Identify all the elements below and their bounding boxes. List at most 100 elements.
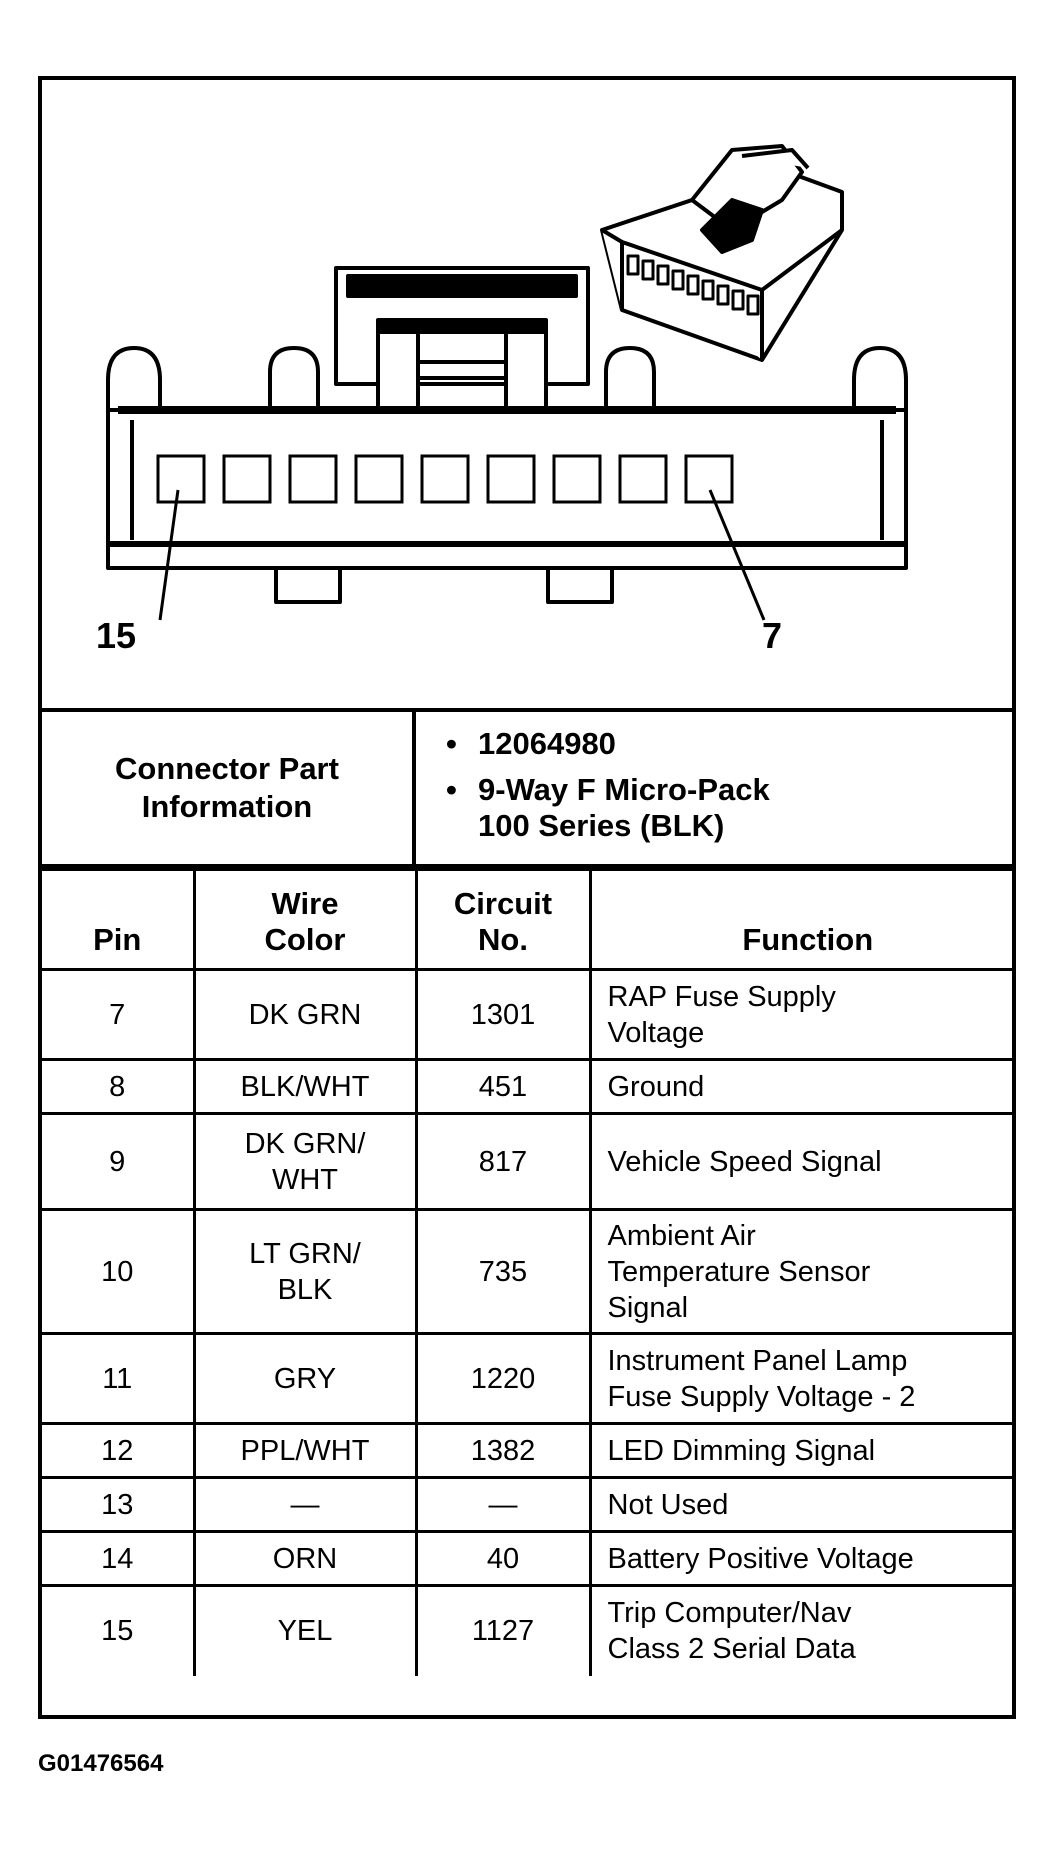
function-text: RAP Fuse Supply [607, 980, 836, 1013]
function-text: Ground [607, 1070, 705, 1103]
part-info-label-line1: Connector Part [115, 751, 339, 786]
circuit-number-cell: 451 [414, 1058, 592, 1115]
circuit-number-cell: 1220 [414, 1332, 592, 1425]
pinout-header-row: Pin Wire Color Circuit No. Function [42, 868, 1012, 971]
part-description-line2: 100 Series (BLK) [478, 808, 725, 843]
pin-cell: 11 [42, 1332, 196, 1425]
connector-part-information: Connector Part Information • 12064980 • … [42, 712, 1012, 868]
function-text: Class 2 Serial Data [607, 1633, 856, 1666]
wire-color-text: PPL/WHT [240, 1434, 370, 1467]
cavity-12 [354, 454, 404, 504]
pin-15-callout: 15 [96, 615, 137, 656]
cavity-10 [486, 454, 536, 504]
function-cell: Ground [588, 1058, 1012, 1115]
part-number-item: • 12064980 [446, 726, 1012, 762]
function-text: Vehicle Speed Signal [607, 1145, 882, 1178]
header-circuit-line1: Circuit [453, 886, 553, 921]
wire-color-cell: YEL [192, 1584, 418, 1676]
table-row: 13 — — Not Used [42, 1476, 1012, 1533]
wire-color-text: — [290, 1488, 320, 1521]
table-row: 9 DK GRN/WHT 817 Vehicle Speed Signal [42, 1112, 1012, 1211]
wire-color-text: LT GRN/ [249, 1237, 361, 1270]
wire-color-text: GRY [273, 1362, 337, 1395]
pin-cell: 13 [42, 1476, 196, 1533]
function-text: Temperature Sensor [607, 1255, 871, 1288]
part-info-label-line2: Information [141, 789, 313, 824]
wire-color-text: DK GRN/ [244, 1127, 366, 1160]
cavity-7 [684, 454, 734, 504]
circuit-number-cell: — [414, 1476, 592, 1533]
header-wire-color-line1: Wire [271, 886, 339, 921]
function-text: Ambient Air [607, 1219, 756, 1252]
wire-color-text: BLK [277, 1273, 333, 1306]
pin-7-callout: 7 [762, 615, 783, 656]
wire-color-text: ORN [272, 1542, 338, 1575]
pin-cell: 9 [42, 1112, 196, 1211]
cavity-13 [288, 454, 338, 504]
circuit-number-cell: 1127 [414, 1584, 592, 1676]
header-circuit-no: Circuit No. [414, 868, 592, 971]
cavity-14 [222, 454, 272, 504]
circuit-number-cell: 817 [414, 1112, 592, 1211]
circuit-number-cell: 40 [414, 1530, 592, 1587]
function-text: Signal [607, 1291, 689, 1324]
part-number: 12064980 [478, 726, 616, 761]
header-wire-color-line2: Color [264, 922, 346, 957]
function-cell: Vehicle Speed Signal [588, 1112, 1012, 1211]
pin-cell: 15 [42, 1584, 196, 1676]
header-wire-color: Wire Color [192, 868, 418, 971]
connector-isometric-view [600, 144, 844, 362]
function-text: LED Dimming Signal [607, 1434, 876, 1467]
circuit-number-cell: 1382 [414, 1422, 592, 1479]
part-description-item: • 9-Way F Micro-Pack 100 Series (BLK) [446, 772, 1012, 844]
wire-color-cell: DK GRN [192, 968, 418, 1061]
connector-face-illustration [106, 144, 908, 621]
function-text: Trip Computer/Nav [607, 1597, 852, 1630]
wire-color-text: DK GRN [248, 998, 362, 1031]
figure-id: G01476564 [38, 1750, 164, 1777]
header-function: Function [588, 868, 1012, 971]
wire-color-cell: ORN [192, 1530, 418, 1587]
leader-line-15 [158, 489, 180, 621]
function-text: Voltage [607, 1016, 705, 1049]
function-text: Not Used [607, 1488, 729, 1521]
wire-color-cell: PPL/WHT [192, 1422, 418, 1479]
wire-color-cell: LT GRN/BLK [192, 1208, 418, 1335]
wire-color-cell: BLK/WHT [192, 1058, 418, 1115]
cavity-15 [156, 454, 206, 504]
cavity-9 [552, 454, 602, 504]
bullet: • [446, 726, 457, 761]
part-info-label: Connector Part Information [42, 712, 416, 864]
part-info-values: • 12064980 • 9-Way F Micro-Pack 100 Seri… [416, 712, 1012, 864]
pin-cell: 10 [42, 1208, 196, 1335]
connector-drawing: 15 7 [42, 80, 1012, 712]
leader-line-7 [708, 489, 766, 621]
function-cell: Battery Positive Voltage [588, 1530, 1012, 1587]
wire-color-text: WHT [271, 1163, 339, 1196]
wire-color-text: YEL [277, 1615, 333, 1648]
cavity-8 [618, 454, 668, 504]
function-text: Battery Positive Voltage [607, 1542, 914, 1575]
function-cell: Not Used [588, 1476, 1012, 1533]
connector-figure: 15 7 Connector Part Information • 120649… [38, 76, 1016, 1719]
function-text: Fuse Supply Voltage - 2 [607, 1380, 916, 1413]
wire-color-cell: — [192, 1476, 418, 1533]
wire-color-cell: GRY [192, 1332, 418, 1425]
wire-color-text: BLK/WHT [240, 1070, 370, 1103]
cavity-11 [420, 454, 470, 504]
header-pin: Pin [42, 868, 196, 971]
part-description: 9-Way F Micro-Pack 100 Series (BLK) [478, 772, 770, 844]
circuit-number-cell: 1301 [414, 968, 592, 1061]
